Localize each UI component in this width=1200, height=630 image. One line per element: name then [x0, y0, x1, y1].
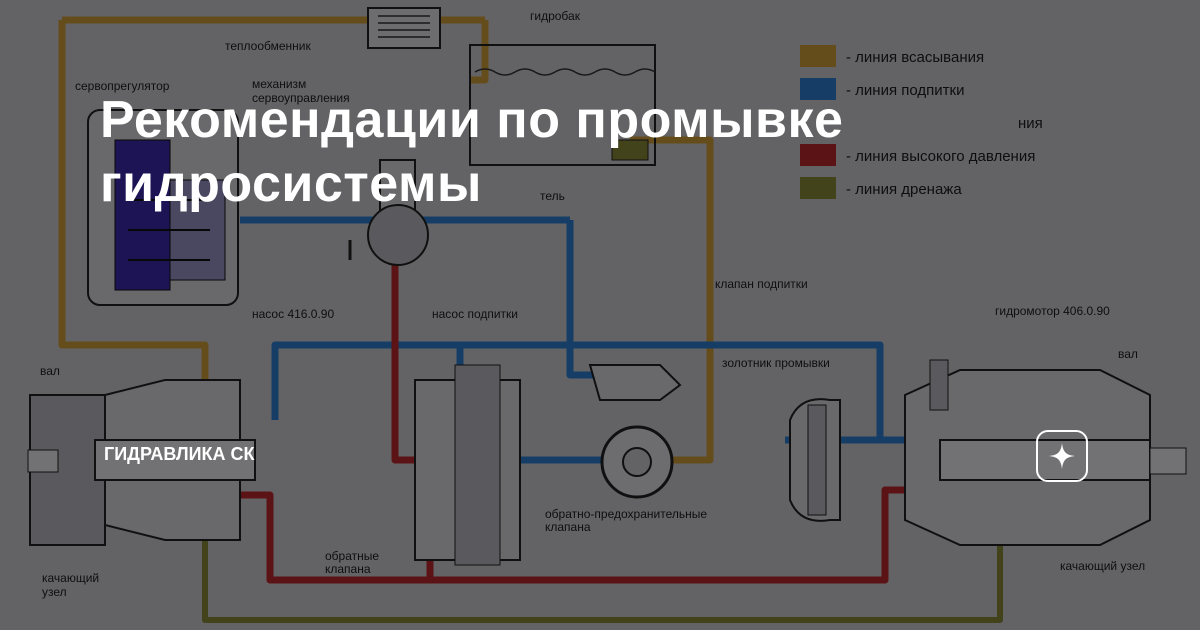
- brand-name[interactable]: ГИДРАВЛИКА СК: [104, 444, 255, 464]
- label-pump-feed: насос подпитки: [432, 307, 518, 321]
- label-check-relief-line1: обратно-предохранительные: [545, 507, 707, 521]
- sparkle-icon-glyph: [1049, 443, 1075, 469]
- flush-spool: [789, 398, 841, 522]
- label-feed-valve: клапан подпитки: [715, 277, 808, 291]
- label-pump-main: насос 416.0.90: [252, 307, 334, 321]
- label-flush-spool: золотник промывки: [722, 356, 830, 370]
- label-tank: гидробак: [530, 9, 581, 23]
- label-swing-left-line1: качающий: [42, 571, 99, 585]
- label-motor: гидромотор 406.0.90: [995, 304, 1110, 318]
- label-shaft-left: вал: [40, 364, 60, 378]
- legend-swatch-suction: [800, 45, 836, 67]
- label-check-valves-line2: клапана: [325, 562, 371, 576]
- label-heat-exchanger: теплообменник: [225, 39, 312, 53]
- legend-label-suction: - линия всасывания: [846, 49, 984, 66]
- label-check-valves-line1: обратные: [325, 549, 379, 563]
- page-title: Рекомендации по промывке гидросистемы: [100, 91, 844, 213]
- label-swing-left-line2: узел: [42, 585, 67, 599]
- label-shaft-right: вал: [1118, 347, 1138, 361]
- label-check-relief-line2: клапана: [545, 520, 591, 534]
- sparkle-icon[interactable]: [1036, 430, 1088, 482]
- heat-exchanger: [367, 7, 441, 49]
- label-swing-right: качающий узел: [1060, 559, 1145, 573]
